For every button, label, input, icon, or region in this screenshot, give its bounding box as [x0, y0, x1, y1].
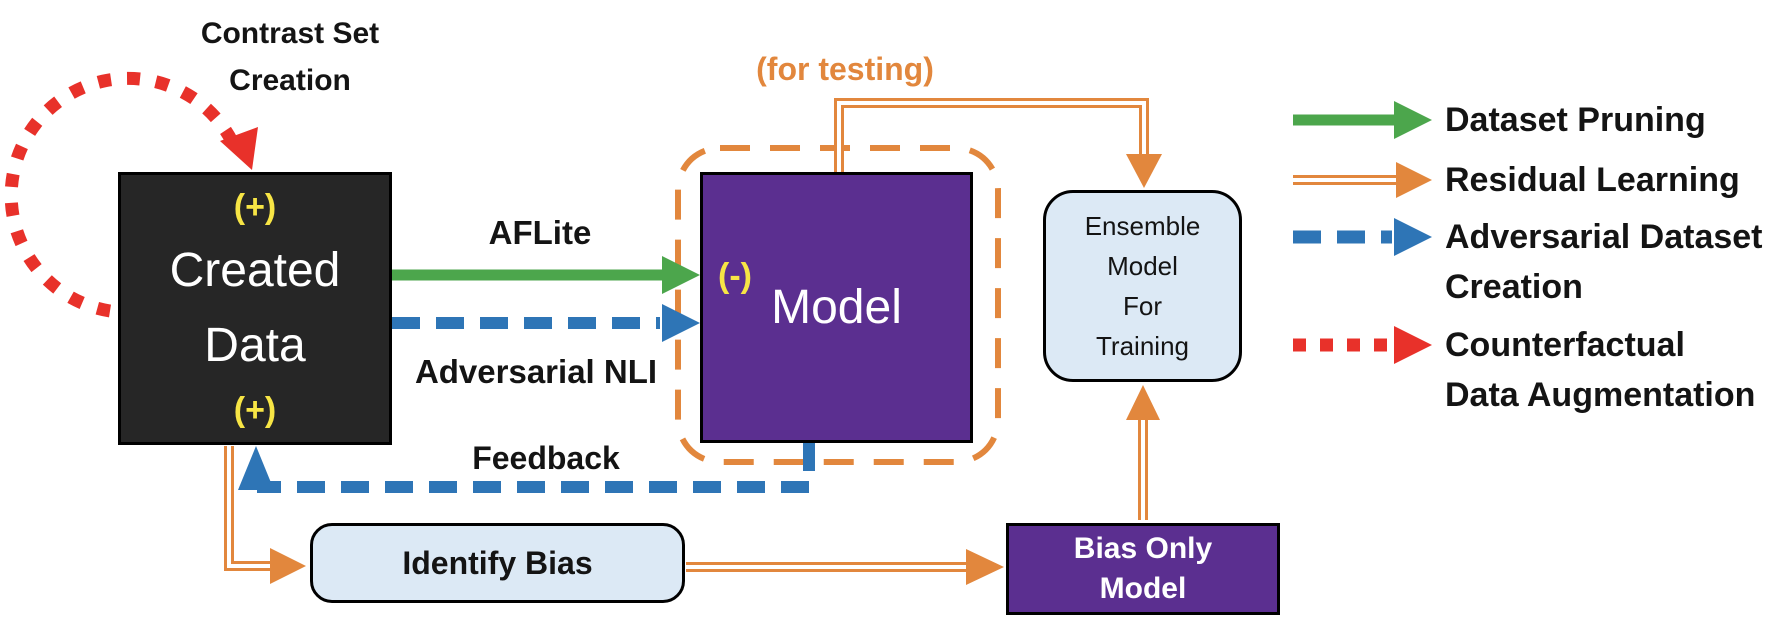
legend-text: Data Augmentation	[1445, 376, 1756, 414]
feedback-label: Feedback	[472, 440, 620, 476]
identify-bias-label: Identify Bias	[402, 544, 593, 581]
legend-text: Dataset Pruning	[1445, 101, 1706, 139]
contrast-loop-arrow	[4, 71, 258, 318]
aflite-arrow	[392, 256, 700, 294]
bias-to-ensemble-arrow	[1126, 385, 1160, 520]
legend-text: Residual Learning	[1445, 161, 1740, 199]
legend-item-counterfactual-data-augmentation: Counterfactual Data Augmentation	[1445, 320, 1755, 420]
legend-item-residual-learning: Residual Learning	[1445, 155, 1740, 205]
created-data-label-line1: Created	[169, 244, 341, 298]
adversarial-nli-arrow	[392, 304, 700, 342]
bias-only-model-box: Bias Only Model	[1006, 523, 1280, 615]
testing-route-arrow	[834, 98, 1162, 188]
created-to-identify-arrow	[224, 446, 306, 584]
legend-text: Counterfactual	[1445, 326, 1685, 364]
for-testing-label: (for testing)	[756, 51, 934, 87]
plus-sign-top: (+)	[233, 187, 277, 226]
created-data-box: (+) Created Data (+)	[118, 172, 392, 445]
bias-only-label-line1: Bias Only	[1073, 532, 1213, 565]
aflite-label: AFLite	[488, 214, 592, 251]
minus-sign: (-)	[718, 257, 752, 295]
ensemble-label-line3: For	[1123, 291, 1162, 321]
model-dashed-outline	[675, 145, 1001, 465]
adversarial-nli-label: Adversarial NLI	[414, 353, 658, 390]
created-data-label-line2: Data	[204, 318, 306, 372]
legend-text: Creation	[1445, 268, 1583, 306]
ensemble-model-box: Ensemble Model For Training	[1043, 190, 1242, 382]
feedback-arrow	[238, 443, 815, 493]
contrast-set-line2: Creation	[229, 64, 351, 97]
legend-red-dotted-arrow	[1293, 326, 1432, 364]
legend-text: Adversarial Dataset	[1445, 218, 1763, 256]
identify-bias-box: Identify Bias	[310, 523, 685, 603]
contrast-set-line1: Contrast Set	[200, 17, 380, 50]
model-label: Model	[771, 280, 902, 334]
legend-item-adversarial-dataset-creation: Adversarial Dataset Creation	[1445, 212, 1763, 312]
legend-orange-double-arrow	[1293, 162, 1432, 198]
legend-item-dataset-pruning: Dataset Pruning	[1445, 95, 1706, 145]
ensemble-label-line4: Training	[1096, 331, 1189, 361]
contrast-set-creation-label: Contrast Set Creation	[145, 10, 435, 104]
bias-only-label-line2: Model	[1099, 572, 1187, 605]
identify-to-bias-arrow	[686, 549, 1004, 585]
ensemble-label-line1: Ensemble	[1084, 211, 1201, 241]
legend-blue-dashed-arrow	[1293, 218, 1432, 256]
plus-sign-bottom: (+)	[233, 391, 277, 430]
ensemble-label-line2: Model	[1107, 251, 1178, 281]
model-box: (-) Model	[700, 172, 973, 443]
legend-green-solid-arrow	[1293, 101, 1432, 139]
